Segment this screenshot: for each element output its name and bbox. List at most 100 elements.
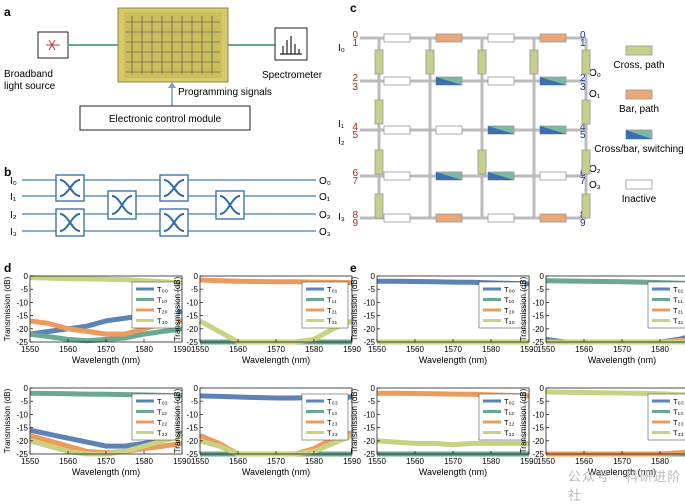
x-tick-label: 1560 <box>406 457 424 466</box>
y-tick-label: 0 <box>540 384 545 393</box>
legend-entry: T₃₀ <box>157 317 168 326</box>
y-tick-label: 0 <box>540 272 545 281</box>
y-tick-label: -5 <box>191 397 199 406</box>
legend-swatch <box>625 45 653 56</box>
mesh-cell <box>383 33 411 43</box>
port-number-left: 7 <box>352 176 358 187</box>
x-tick-label: 1570 <box>97 345 115 354</box>
mesh-cell <box>374 193 384 219</box>
x-tick-label: 1590 <box>173 457 191 466</box>
switch-triangle <box>488 172 514 180</box>
y-tick-label: -5 <box>537 285 545 294</box>
cross-icon <box>163 179 185 197</box>
y-tick-label: -5 <box>537 397 545 406</box>
legend-entry: T₀₃ <box>327 397 338 406</box>
legend-entry: T₃₁ <box>673 317 684 326</box>
y-tick-label: -5 <box>21 285 29 294</box>
control-module-label: Electronic control module <box>109 114 222 125</box>
x-tick-label: 1560 <box>229 457 247 466</box>
legend-entry: T₂₃ <box>673 418 684 427</box>
y-tick-label: -10 <box>16 410 28 419</box>
mesh-cell <box>539 171 567 181</box>
y-axis-label: Transmission (dB) <box>173 276 182 341</box>
port-number-right: 9 <box>580 218 586 229</box>
y-tick-label: 0 <box>24 384 29 393</box>
port-number-left: 8 <box>352 210 358 221</box>
mesh-cell <box>581 49 591 75</box>
legend-label: Inactive <box>622 194 657 205</box>
output-label-b: O₀ <box>319 176 331 187</box>
source-label-2: light source <box>4 81 56 92</box>
x-tick-label: 1560 <box>575 457 593 466</box>
series-line <box>29 275 183 286</box>
output-label-c: O₁ <box>589 89 601 100</box>
legend-swatch <box>625 179 653 190</box>
mesh-cell <box>487 213 515 223</box>
port-number-left: 3 <box>352 82 358 93</box>
x-tick-label: 1590 <box>343 457 361 466</box>
legend-entry: T₂₁ <box>673 306 683 315</box>
x-tick-label: 1560 <box>229 345 247 354</box>
input-label-c: I₁ <box>338 119 345 130</box>
legend-entry: T₃₀ <box>504 317 515 326</box>
input-label-c: I₂ <box>338 136 345 147</box>
mesh-cell <box>435 33 463 43</box>
panel-e-letter: e <box>350 261 357 275</box>
port-number-right: 4 <box>580 122 586 133</box>
output-label-c: O₃ <box>589 180 601 191</box>
mesh-cell <box>383 76 411 86</box>
cross-icon <box>111 195 133 215</box>
x-axis-label: Wavelength (nm) <box>419 467 487 477</box>
x-tick-label: 1550 <box>537 345 555 354</box>
x-tick-label: 1590 <box>343 345 361 354</box>
photonic-chip-image <box>117 7 229 83</box>
legend-entry: T₂₃ <box>327 418 338 427</box>
port-number-right: 2 <box>580 73 586 84</box>
switch-triangle <box>436 77 462 85</box>
mesh-cell <box>374 149 384 175</box>
mesh-cell <box>425 49 435 75</box>
output-label-b: O₂ <box>319 210 331 221</box>
panel-c-letter: c <box>350 1 357 15</box>
watermark: 公众号 · 科研进阶社 <box>568 470 682 504</box>
legend-entry: T₃₃ <box>327 429 338 438</box>
y-tick-label: -10 <box>16 298 28 307</box>
legend-entry: T₀₀ <box>157 285 168 294</box>
y-axis-label: Transmission (dB) <box>3 388 12 453</box>
legend-entry: T₃₃ <box>673 429 684 438</box>
panel-a-letter: a <box>4 5 11 19</box>
y-tick-label: -25 <box>186 338 198 347</box>
y-tick-label: -15 <box>16 424 28 433</box>
legend-entry: T₃₁ <box>327 317 338 326</box>
legend-entry: T₂₂ <box>504 418 514 427</box>
x-tick-label: 1550 <box>191 457 209 466</box>
x-tick-label: 1570 <box>613 457 631 466</box>
legend-swatch <box>625 89 653 100</box>
legend-entry: T₂₁ <box>327 306 337 315</box>
switch-triangle <box>436 172 462 180</box>
mesh-cell <box>374 99 384 125</box>
mesh-cell <box>435 213 463 223</box>
y-tick-label: 0 <box>371 272 376 281</box>
port-number-left: 2 <box>352 73 358 84</box>
y-tick-label: -5 <box>368 397 376 406</box>
port-number-left: 5 <box>352 130 358 141</box>
y-tick-label: -20 <box>532 325 544 334</box>
programming-label: Programming signals <box>178 87 272 98</box>
y-tick-label: -20 <box>186 437 198 446</box>
port-number-left: 4 <box>352 122 358 133</box>
x-tick-label: 1550 <box>21 457 39 466</box>
y-tick-label: 0 <box>194 272 199 281</box>
x-tick-label: 1570 <box>613 345 631 354</box>
y-tick-label: 0 <box>194 384 199 393</box>
y-tick-label: -10 <box>186 298 198 307</box>
x-tick-label: 1560 <box>59 457 77 466</box>
y-tick-label: -25 <box>363 338 375 347</box>
switch-triangle <box>540 126 566 134</box>
legend-entry: T₀₀ <box>504 285 515 294</box>
mesh-cell <box>383 213 411 223</box>
